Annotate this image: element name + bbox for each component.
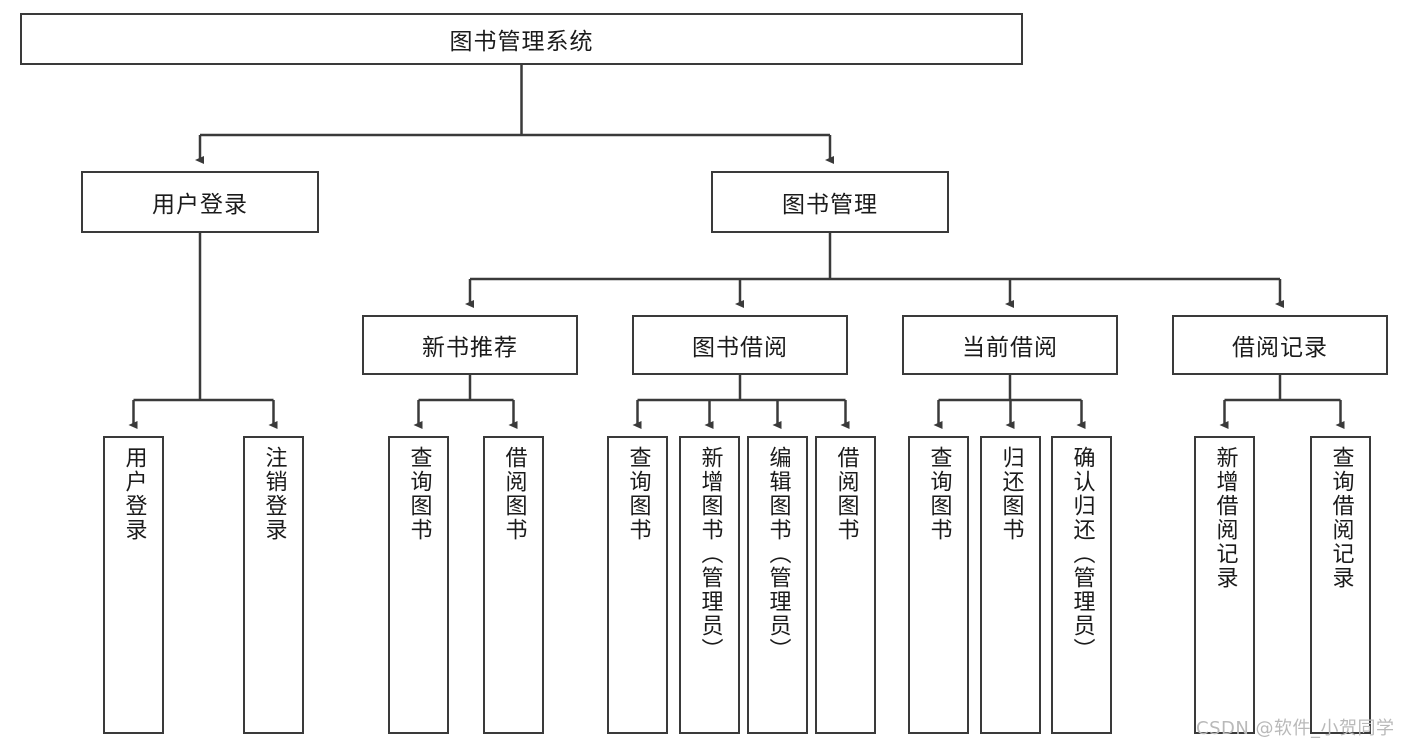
node-leaf-add-record[interactable]: 新增借阅记录	[1194, 436, 1255, 734]
node-book-manage[interactable]: 图书管理	[711, 171, 949, 233]
node-leaf-user-login[interactable]: 用户登录	[103, 436, 164, 734]
node-leaf-add-book[interactable]: 新增图书（管理员）	[679, 436, 740, 734]
node-label: 当前借阅	[962, 335, 1058, 361]
node-leaf-return-book[interactable]: 归还图书	[980, 436, 1041, 734]
node-leaf-borrow-book-2[interactable]: 借阅图书	[815, 436, 876, 734]
node-label: 编辑图书（管理员）	[765, 446, 791, 662]
node-label: 用户登录	[152, 192, 248, 218]
node-leaf-borrow-book-1[interactable]: 借阅图书	[483, 436, 544, 734]
node-user-login[interactable]: 用户登录	[81, 171, 319, 233]
node-label: 查询图书	[625, 446, 651, 542]
node-label: 借阅记录	[1232, 335, 1328, 361]
node-new-book-rec[interactable]: 新书推荐	[362, 315, 578, 375]
node-current-borrow[interactable]: 当前借阅	[902, 315, 1118, 375]
node-label: 确认归还（管理员）	[1069, 446, 1095, 662]
node-leaf-query-book-2[interactable]: 查询图书	[607, 436, 668, 734]
node-label: 借阅图书	[833, 446, 859, 542]
node-label: 归还图书	[998, 446, 1024, 542]
node-leaf-query-book-3[interactable]: 查询图书	[908, 436, 969, 734]
csdn-watermark: CSDN @软件_小贺同学	[1196, 718, 1395, 739]
node-label: 查询图书	[406, 446, 432, 542]
node-label: 注销登录	[261, 446, 287, 542]
node-leaf-query-book-1[interactable]: 查询图书	[388, 436, 449, 734]
node-label: 图书管理系统	[449, 29, 594, 55]
node-book-borrow[interactable]: 图书借阅	[632, 315, 848, 375]
node-leaf-logout[interactable]: 注销登录	[243, 436, 304, 734]
node-label: 查询借阅记录	[1328, 446, 1354, 590]
node-leaf-edit-book[interactable]: 编辑图书（管理员）	[747, 436, 808, 734]
node-label: 图书管理	[782, 192, 878, 218]
node-leaf-confirm-return[interactable]: 确认归还（管理员）	[1051, 436, 1112, 734]
node-root[interactable]: 图书管理系统	[20, 13, 1023, 65]
node-label: 新书推荐	[422, 335, 518, 361]
node-label: 图书借阅	[692, 335, 788, 361]
node-label: 新增图书（管理员）	[697, 446, 723, 662]
node-borrow-record[interactable]: 借阅记录	[1172, 315, 1388, 375]
node-label: 用户登录	[121, 446, 147, 542]
node-label: 借阅图书	[501, 446, 527, 542]
node-label: 新增借阅记录	[1212, 446, 1238, 590]
node-label: 查询图书	[926, 446, 952, 542]
node-leaf-query-record[interactable]: 查询借阅记录	[1310, 436, 1371, 734]
